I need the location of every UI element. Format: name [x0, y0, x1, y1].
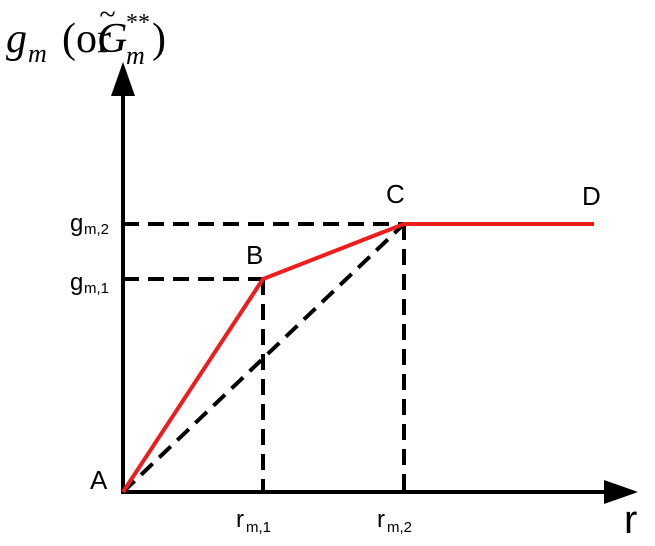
red-curve-ABCD [121, 222, 594, 494]
y-axis-label: g m (or G ~ ** m ) [6, 0, 166, 70]
x-tick-r2: r [377, 506, 385, 533]
y-label-alt-sub: m [126, 41, 145, 70]
y-label-symbol-sub: m [28, 39, 47, 68]
point-label-B: B [246, 240, 263, 270]
y-tick-g2-sub: m,2 [84, 221, 109, 238]
x-tick-r2-sub: m,2 [387, 519, 412, 536]
point-label-C: C [386, 179, 405, 209]
x-tick-r1-sub: m,1 [246, 519, 271, 536]
x-axis-label: r [624, 498, 637, 542]
y-label-alt-symbol: G [97, 16, 127, 62]
point-labels: A B C D [90, 179, 601, 495]
x-axis-arrowhead [604, 480, 638, 504]
y-tick-labels: g m,2 g m,1 [70, 210, 109, 297]
point-label-A: A [90, 465, 108, 495]
y-label-paren-close: ) [152, 16, 166, 62]
x-tick-labels: r m,1 r m,2 [236, 506, 412, 536]
y-label-paren-open: (or [62, 16, 121, 62]
y-label-alt-tilde: ~ [99, 0, 115, 31]
y-axis-arrowhead [111, 62, 135, 96]
y-tick-g1-sub: m,1 [84, 280, 109, 297]
dashed-guides [121, 222, 406, 494]
y-label-symbol: g [6, 16, 27, 62]
y-label-alt-sup: ** [126, 10, 150, 36]
y-tick-g1: g [70, 269, 83, 296]
dashed-secant-AC [121, 222, 406, 494]
x-tick-r1: r [236, 506, 244, 533]
point-label-D: D [582, 181, 601, 211]
y-tick-g2: g [70, 210, 83, 237]
